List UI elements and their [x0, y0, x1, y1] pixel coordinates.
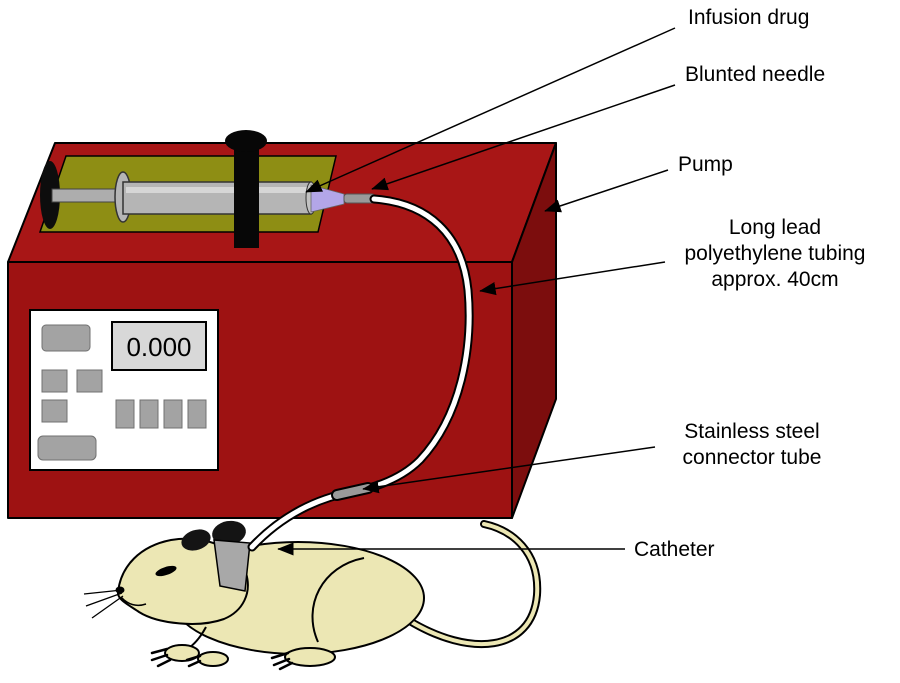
- tail-fill: [406, 522, 540, 647]
- annotation-infusion-drug: Infusion drug: [305, 6, 809, 193]
- arrow-connector: [362, 446, 656, 494]
- front-claw: [150, 647, 169, 655]
- front-paw: [197, 651, 229, 667]
- whisker: [85, 592, 123, 607]
- whisker: [83, 589, 123, 595]
- label-tubing-line1: Long lead: [729, 216, 821, 239]
- tubing-fill: [249, 196, 472, 550]
- pusher-block: [40, 161, 60, 229]
- panel-button: [37, 435, 97, 461]
- panel-button: [139, 399, 159, 429]
- front-claw: [150, 653, 169, 662]
- annotation-blunted-needle: Blunted needle: [371, 63, 825, 191]
- panel-button: [41, 324, 91, 352]
- label-connector-line2: connector tube: [683, 446, 822, 469]
- syringe: [40, 130, 376, 248]
- front-claw: [185, 654, 202, 662]
- pump: 0.000: [7, 130, 557, 519]
- clamp-knob: [225, 130, 267, 152]
- rear-claw: [278, 661, 294, 671]
- annotation-connector: Stainless steel connector tube: [362, 420, 822, 494]
- label-blunted-needle: Blunted needle: [685, 63, 825, 86]
- annotations: Infusion drug Blunted needle Pump Long l…: [277, 6, 866, 561]
- rat-haunch-line: [311, 557, 365, 643]
- annotation-pump: Pump: [544, 153, 733, 213]
- whisker: [91, 595, 124, 619]
- annotation-tubing: Long lead polyethylene tubing approx. 40…: [479, 216, 866, 296]
- arrow-tubing: [479, 261, 666, 296]
- arrow-blunted-needle: [371, 84, 676, 191]
- catheter-mount: [213, 539, 251, 592]
- rat-eye: [155, 565, 177, 577]
- syringe-barrel: [122, 181, 312, 215]
- label-infusion-drug: Infusion drug: [688, 6, 809, 29]
- panel-button: [41, 369, 68, 393]
- rat-mouth: [120, 596, 147, 607]
- label-connector-line1: Stainless steel: [684, 420, 819, 443]
- panel-button: [163, 399, 183, 429]
- front-claw: [156, 658, 172, 668]
- rat-head: [116, 537, 249, 625]
- panel-button: [187, 399, 207, 429]
- rat-ear-left: [181, 529, 211, 551]
- rat-rear-foot: [284, 647, 336, 667]
- barrel-highlight: [126, 187, 308, 193]
- label-catheter: Catheter: [634, 538, 715, 561]
- panel-button: [76, 369, 103, 393]
- display-value: 0.000: [126, 332, 191, 362]
- rear-claw: [272, 657, 291, 667]
- barrel-clamp: [225, 130, 267, 248]
- label-tubing-line3: approx. 40cm: [711, 268, 838, 291]
- panel-button: [115, 399, 135, 429]
- rat: [83, 520, 542, 671]
- panel-button: [41, 399, 68, 423]
- control-panel: 0.000: [29, 309, 219, 471]
- arrow-infusion-drug: [305, 27, 676, 193]
- rat-ear-right: [212, 520, 246, 546]
- arrow-pump: [544, 169, 669, 213]
- front-paw: [164, 644, 200, 662]
- front-claw: [187, 659, 202, 668]
- pump-display: [111, 321, 207, 371]
- rat-tail: [404, 520, 542, 649]
- plunger-rod: [51, 188, 121, 203]
- annotation-catheter: Catheter: [277, 538, 715, 561]
- rear-claw: [270, 651, 290, 660]
- label-pump: Pump: [678, 153, 733, 176]
- label-tubing-line2: polyethylene tubing: [685, 242, 866, 265]
- clamp-bar: [234, 140, 259, 248]
